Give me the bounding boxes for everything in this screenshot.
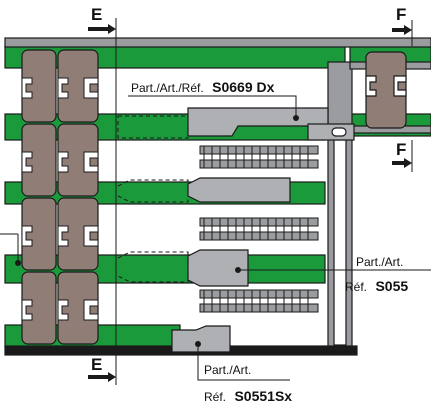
arrow-e-bottom [88,372,116,382]
leader-lines [128,95,431,381]
callout-bottom: Part./Art. Réf. S0551Sx [204,363,292,405]
arm-top-bracket [307,123,355,141]
arm-bottom [171,325,231,353]
callout-bottom-ref-prefix: Réf. [204,390,226,404]
clamp-blocks [21,49,407,345]
callout-top-prefix: Part./Art./Réf. [131,81,204,95]
callout-right-line1: Part./Art. [356,255,403,269]
rack-1 [199,145,319,169]
arm-top [187,107,329,137]
section-marker-e-bottom: E [91,355,102,374]
section-arrows [15,24,412,382]
callout-right-ref-prefix: Réf. [345,280,367,294]
section-marker-f-top: F [396,5,406,24]
clamp-column-right [57,49,99,345]
clamp-notches [21,77,99,321]
leader-dots [195,115,299,347]
callout-bottom-line1: Part./Art. [204,363,251,377]
frame-top-bar [4,37,431,48]
gray-arms [171,107,355,353]
hidden-outlines [117,115,189,283]
clamp-block-right [365,51,407,129]
rack-3 [199,289,319,313]
callout-right-code: S055 [375,278,408,294]
section-marker-f-mid: F [396,140,406,159]
callout-top: Part./Art./Réf. S0669 Dx [131,79,275,96]
svg-text:Réf. S055: Réf. S055 [345,278,408,295]
callout-right: Part./Art. Réf. S055 [345,255,408,295]
section-lines [0,18,413,385]
rack-2 [199,217,319,241]
frame-column-inner [333,139,347,346]
arrow-f-top [392,25,412,35]
arm-top-slot [331,127,347,137]
callout-top-code: S0669 Dx [212,79,274,95]
arm-2 [187,177,291,203]
arrow-f-mid [392,158,412,168]
callout-bottom-code: S0551Sx [234,388,292,404]
svg-text:Part./Art./Réf. S0669 Dx: Part./Art./Réf. S0669 Dx [131,79,275,96]
tooth-racks [199,145,319,313]
svg-text:Réf. S0551Sx: Réf. S0551Sx [204,388,292,405]
arrow-e-top [88,24,116,34]
section-marker-e-top: E [91,5,102,24]
